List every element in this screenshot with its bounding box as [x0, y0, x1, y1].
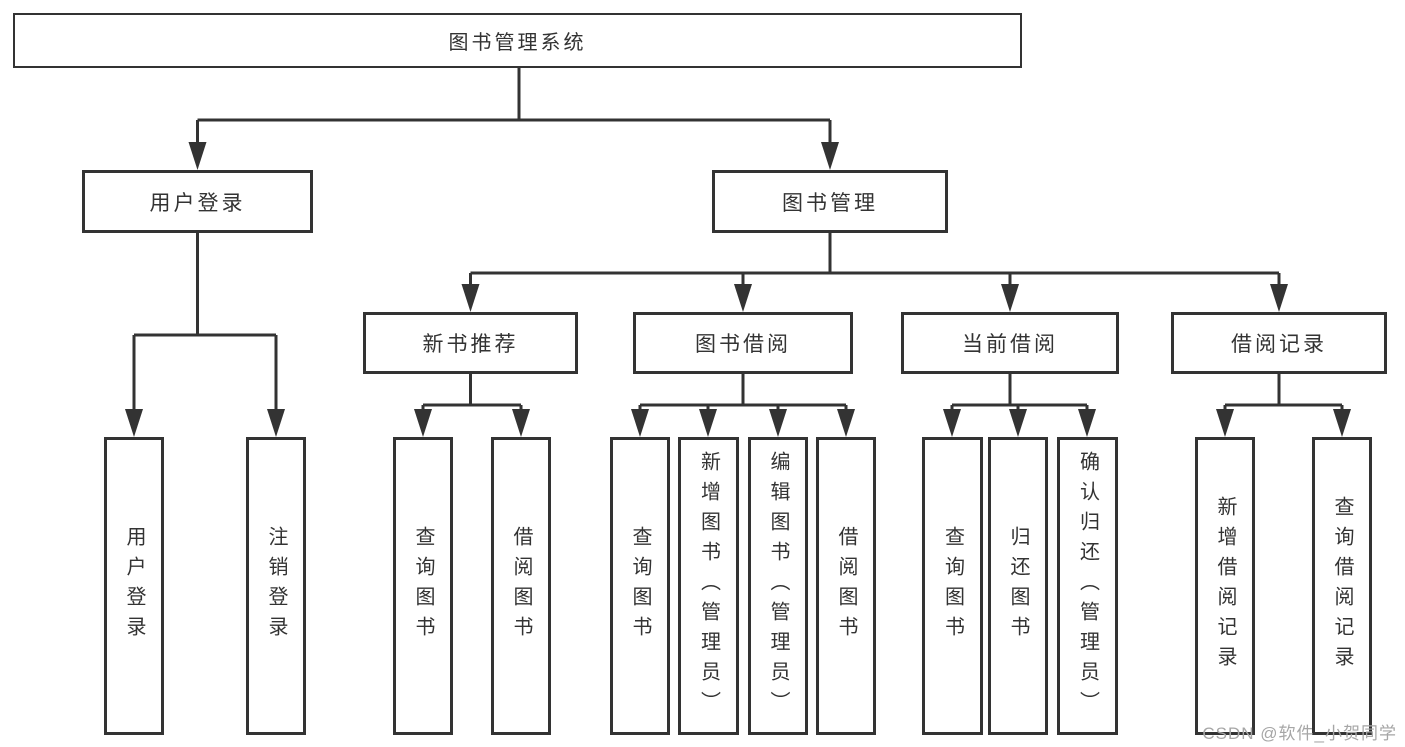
- node-label: 归还图书: [1007, 526, 1029, 646]
- node-leaf-add-borrow-record: 新增借阅记录: [1195, 437, 1255, 735]
- arrow-down-icon: [1009, 409, 1027, 437]
- arrow-down-icon: [512, 409, 530, 437]
- node-book-borrowing: 图书借阅: [633, 312, 853, 374]
- arrow-down-icon: [1078, 409, 1096, 437]
- connector-book-borrowing: [631, 374, 855, 437]
- connector-book-management: [461, 233, 1288, 312]
- node-label: 用户登录: [123, 526, 145, 646]
- node-label: 查询借阅记录: [1331, 496, 1353, 676]
- node-leaf-edit-books-admin: 编辑图书（管理员）: [748, 437, 808, 735]
- node-label: 查询图书: [412, 526, 434, 646]
- arrow-down-icon: [837, 409, 855, 437]
- arrow-down-icon: [188, 142, 207, 170]
- connector-borrowing-records: [1216, 374, 1351, 437]
- node-leaf-add-books-admin: 新增图书（管理员）: [678, 437, 739, 735]
- node-label: 图书借阅: [695, 333, 791, 356]
- csdn-watermark: CSDN @软件_小贺同学: [1202, 724, 1397, 743]
- node-leaf-logout: 注销登录: [246, 437, 306, 735]
- arrow-down-icon: [1270, 284, 1288, 312]
- node-leaf-query-books-recommend: 查询图书: [393, 437, 453, 735]
- node-label: 编辑图书（管理员）: [767, 451, 789, 721]
- node-leaf-confirm-return-admin: 确认归还（管理员）: [1057, 437, 1118, 735]
- arrow-down-icon: [414, 409, 432, 437]
- node-leaf-borrow-books: 借阅图书: [816, 437, 876, 735]
- arrow-down-icon: [1333, 409, 1351, 437]
- node-new-book-recommend: 新书推荐: [363, 312, 578, 374]
- node-label: 注销登录: [265, 526, 287, 646]
- arrow-down-icon: [699, 409, 717, 437]
- arrow-down-icon: [943, 409, 961, 437]
- connector-user-login: [125, 233, 285, 437]
- node-label: 图书管理: [782, 191, 878, 215]
- node-label: 新增借阅记录: [1214, 496, 1236, 676]
- node-leaf-query-borrow-record: 查询借阅记录: [1312, 437, 1372, 735]
- node-label: 新增图书（管理员）: [697, 451, 720, 721]
- node-label: 查询图书: [629, 526, 651, 646]
- node-borrowing-records: 借阅记录: [1171, 312, 1387, 374]
- connector-current-borrowing: [943, 374, 1096, 437]
- arrow-down-icon: [769, 409, 787, 437]
- arrow-down-icon: [267, 409, 285, 437]
- node-label: 借阅记录: [1231, 333, 1327, 356]
- arrow-down-icon: [1001, 284, 1019, 312]
- node-library-management-system: 图书管理系统: [13, 13, 1022, 68]
- arrow-down-icon: [1216, 409, 1234, 437]
- arrow-down-icon: [734, 284, 752, 312]
- node-user-login: 用户登录: [82, 170, 313, 233]
- node-leaf-query-books-borrowing: 查询图书: [610, 437, 670, 735]
- node-leaf-borrow-books-recommend: 借阅图书: [491, 437, 551, 735]
- node-label: 当前借阅: [962, 333, 1058, 356]
- node-label: 用户登录: [149, 191, 246, 215]
- arrow-down-icon: [821, 142, 839, 170]
- node-leaf-query-books-current: 查询图书: [922, 437, 983, 735]
- node-label: 借阅图书: [835, 526, 857, 646]
- arrow-down-icon: [631, 409, 649, 437]
- node-label: 确认归还（管理员）: [1076, 451, 1099, 721]
- node-book-management: 图书管理: [712, 170, 948, 233]
- node-label: 新书推荐: [422, 333, 519, 356]
- node-current-borrowing: 当前借阅: [901, 312, 1119, 374]
- node-label: 查询图书: [941, 526, 964, 646]
- connector-new-book-recommend: [414, 374, 530, 437]
- node-label: 借阅图书: [510, 526, 532, 646]
- arrow-down-icon: [125, 409, 143, 437]
- node-label: 图书管理系统: [448, 32, 587, 54]
- node-leaf-user-login: 用户登录: [104, 437, 164, 735]
- connector-root: [188, 68, 839, 170]
- node-leaf-return-books: 归还图书: [988, 437, 1048, 735]
- arrow-down-icon: [461, 284, 480, 312]
